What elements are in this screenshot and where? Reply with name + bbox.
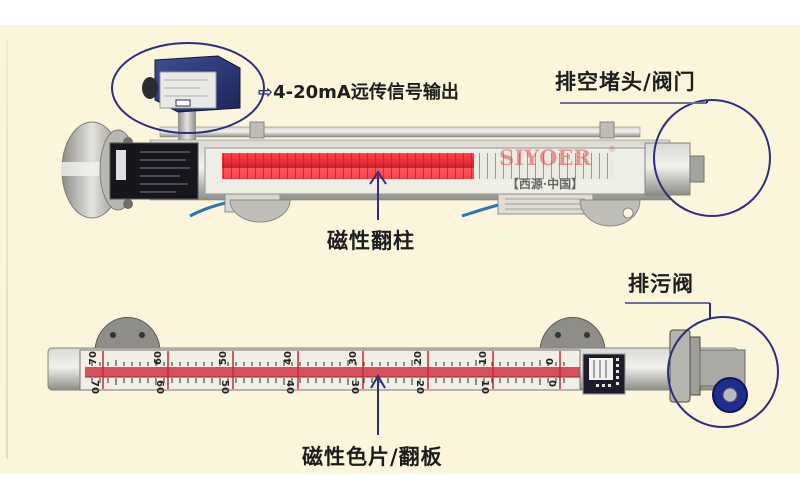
- transmitter-box: [142, 55, 241, 113]
- scale-upper-70: 70: [88, 351, 99, 365]
- brand-registered: ®: [608, 145, 616, 154]
- annotation-lines: [111, 42, 779, 435]
- scale-upper-0: 0: [545, 358, 556, 365]
- label-magnetic-color-flap: 磁性色片/翻板: [302, 444, 443, 469]
- brand-watermark: SIYOER: [499, 145, 591, 170]
- label-transmitter-text: 4-20mA远传信号输出: [273, 82, 459, 103]
- scale-lower-70: 70: [89, 380, 100, 394]
- brand-subtitle: 【西源·中国】: [507, 176, 583, 191]
- scale-lower-30: 30: [349, 380, 360, 394]
- scale-upper-20: 20: [413, 351, 424, 365]
- scale-lower-60: 60: [154, 380, 165, 394]
- top-gauge: SIYOER ® 【西源·中国】: [60, 100, 705, 227]
- diagram-panel: [0, 25, 800, 474]
- scale-lower-0: 0: [546, 380, 557, 387]
- drain-valve-circle: [667, 316, 779, 428]
- scale-upper-10: 10: [478, 351, 489, 365]
- scale-lower-40: 40: [284, 380, 295, 394]
- scale-upper-40: 40: [283, 351, 294, 365]
- transmitter-circle: [111, 42, 265, 134]
- vent-plug-circle: [653, 99, 771, 217]
- label-magnetic-flap-column: 磁性翻柱: [327, 228, 415, 253]
- scale-upper-30: 30: [348, 351, 359, 365]
- scale-lower-20: 20: [414, 380, 425, 394]
- label-transmitter: ⇨4-20mA远传信号输出: [258, 78, 459, 104]
- label-drain-valve: 排污阀: [628, 271, 694, 296]
- bottom-gauge: 70 60 50 40 30 20 10 0 70 60 50 40 30 20…: [47, 317, 748, 413]
- scale-upper-60: 60: [153, 351, 164, 365]
- scale-lower-10: 10: [479, 380, 490, 394]
- scale-lower-50: 50: [219, 380, 230, 394]
- scale-upper-50: 50: [218, 351, 229, 365]
- arrow-right-icon: ⇨: [258, 82, 274, 103]
- label-vent-plug: 排空堵头/阀门: [555, 69, 696, 94]
